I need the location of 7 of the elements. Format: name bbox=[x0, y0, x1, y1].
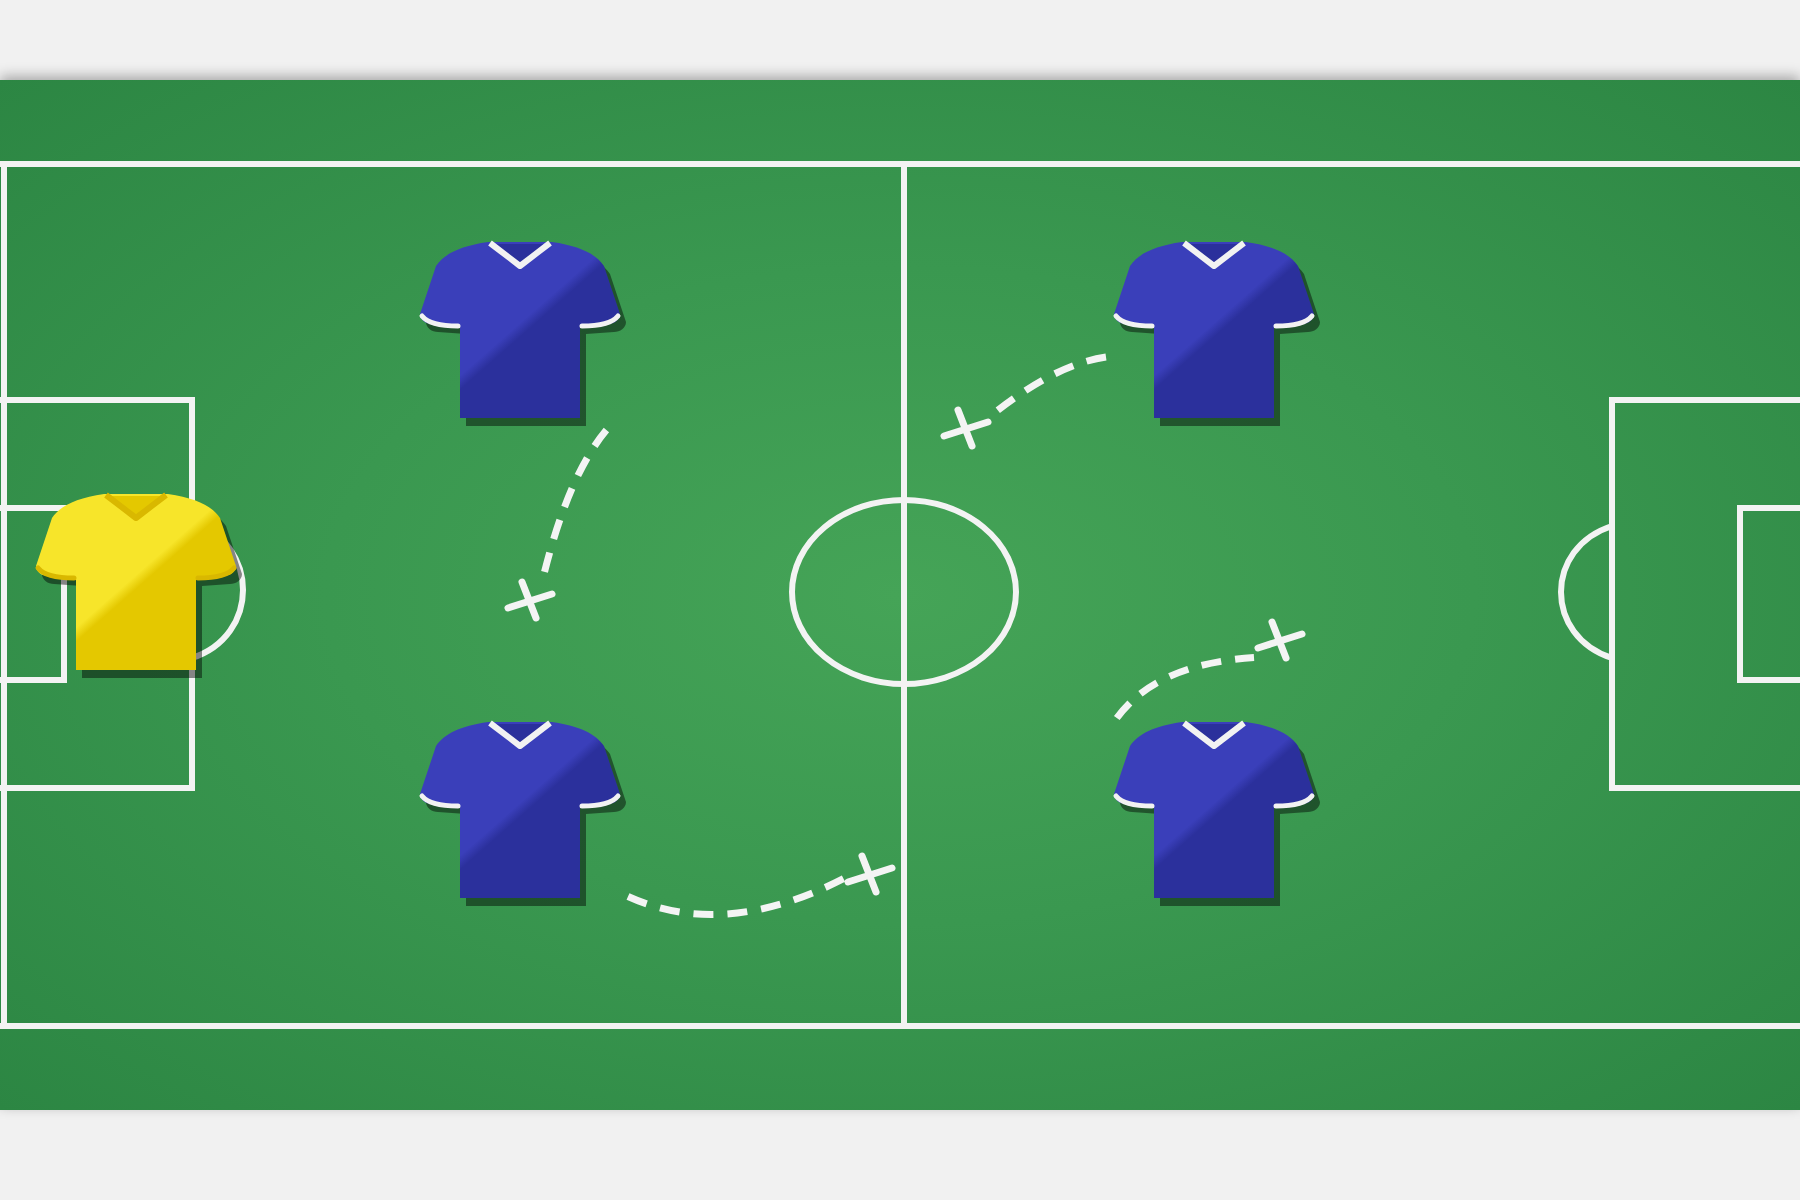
x-mark-icon bbox=[940, 406, 992, 450]
dashed-path bbox=[1114, 654, 1255, 721]
dashed-path bbox=[539, 427, 610, 579]
x-mark-icon bbox=[844, 852, 896, 896]
dashed-path bbox=[626, 875, 846, 918]
x-mark-icon bbox=[504, 578, 556, 622]
x-mark-icon bbox=[1254, 618, 1306, 662]
